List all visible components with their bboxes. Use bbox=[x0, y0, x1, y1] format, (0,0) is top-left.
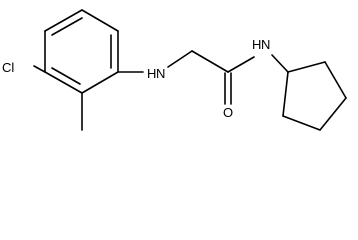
ch2-carbonyl-bond bbox=[191, 50, 229, 73]
ring-bond-1 bbox=[44, 9, 83, 32]
amide-n-label: N bbox=[261, 37, 270, 52]
chlorine-label: Cl bbox=[2, 60, 14, 75]
cp-bond-2 bbox=[324, 61, 347, 99]
ring-bond-5 bbox=[44, 71, 83, 94]
ring-double-bond-3 bbox=[51, 67, 81, 85]
ring-double-bond-1 bbox=[51, 17, 83, 36]
n-ch2-bond bbox=[167, 50, 193, 68]
structure-diagram: Cl H N O H N bbox=[2, 9, 347, 131]
oxygen-label: O bbox=[223, 105, 233, 120]
ring-bond-2 bbox=[81, 9, 119, 32]
cp-bond-4 bbox=[282, 115, 321, 131]
n-cyclopentyl-bond bbox=[271, 54, 289, 73]
benzene-ring bbox=[44, 9, 119, 94]
c-cl-bond bbox=[33, 65, 46, 73]
amine-n-label: N bbox=[156, 66, 165, 81]
carbonyl-nh-bond bbox=[227, 56, 255, 73]
ring-bond-4 bbox=[81, 71, 119, 94]
cyclopentane-ring bbox=[282, 61, 347, 131]
cp-bond-3 bbox=[319, 97, 347, 131]
amide-h-label: H bbox=[252, 37, 261, 52]
cp-bond-1 bbox=[287, 61, 326, 73]
amine-h-label: H bbox=[147, 66, 156, 81]
cp-bond-5 bbox=[282, 71, 289, 117]
